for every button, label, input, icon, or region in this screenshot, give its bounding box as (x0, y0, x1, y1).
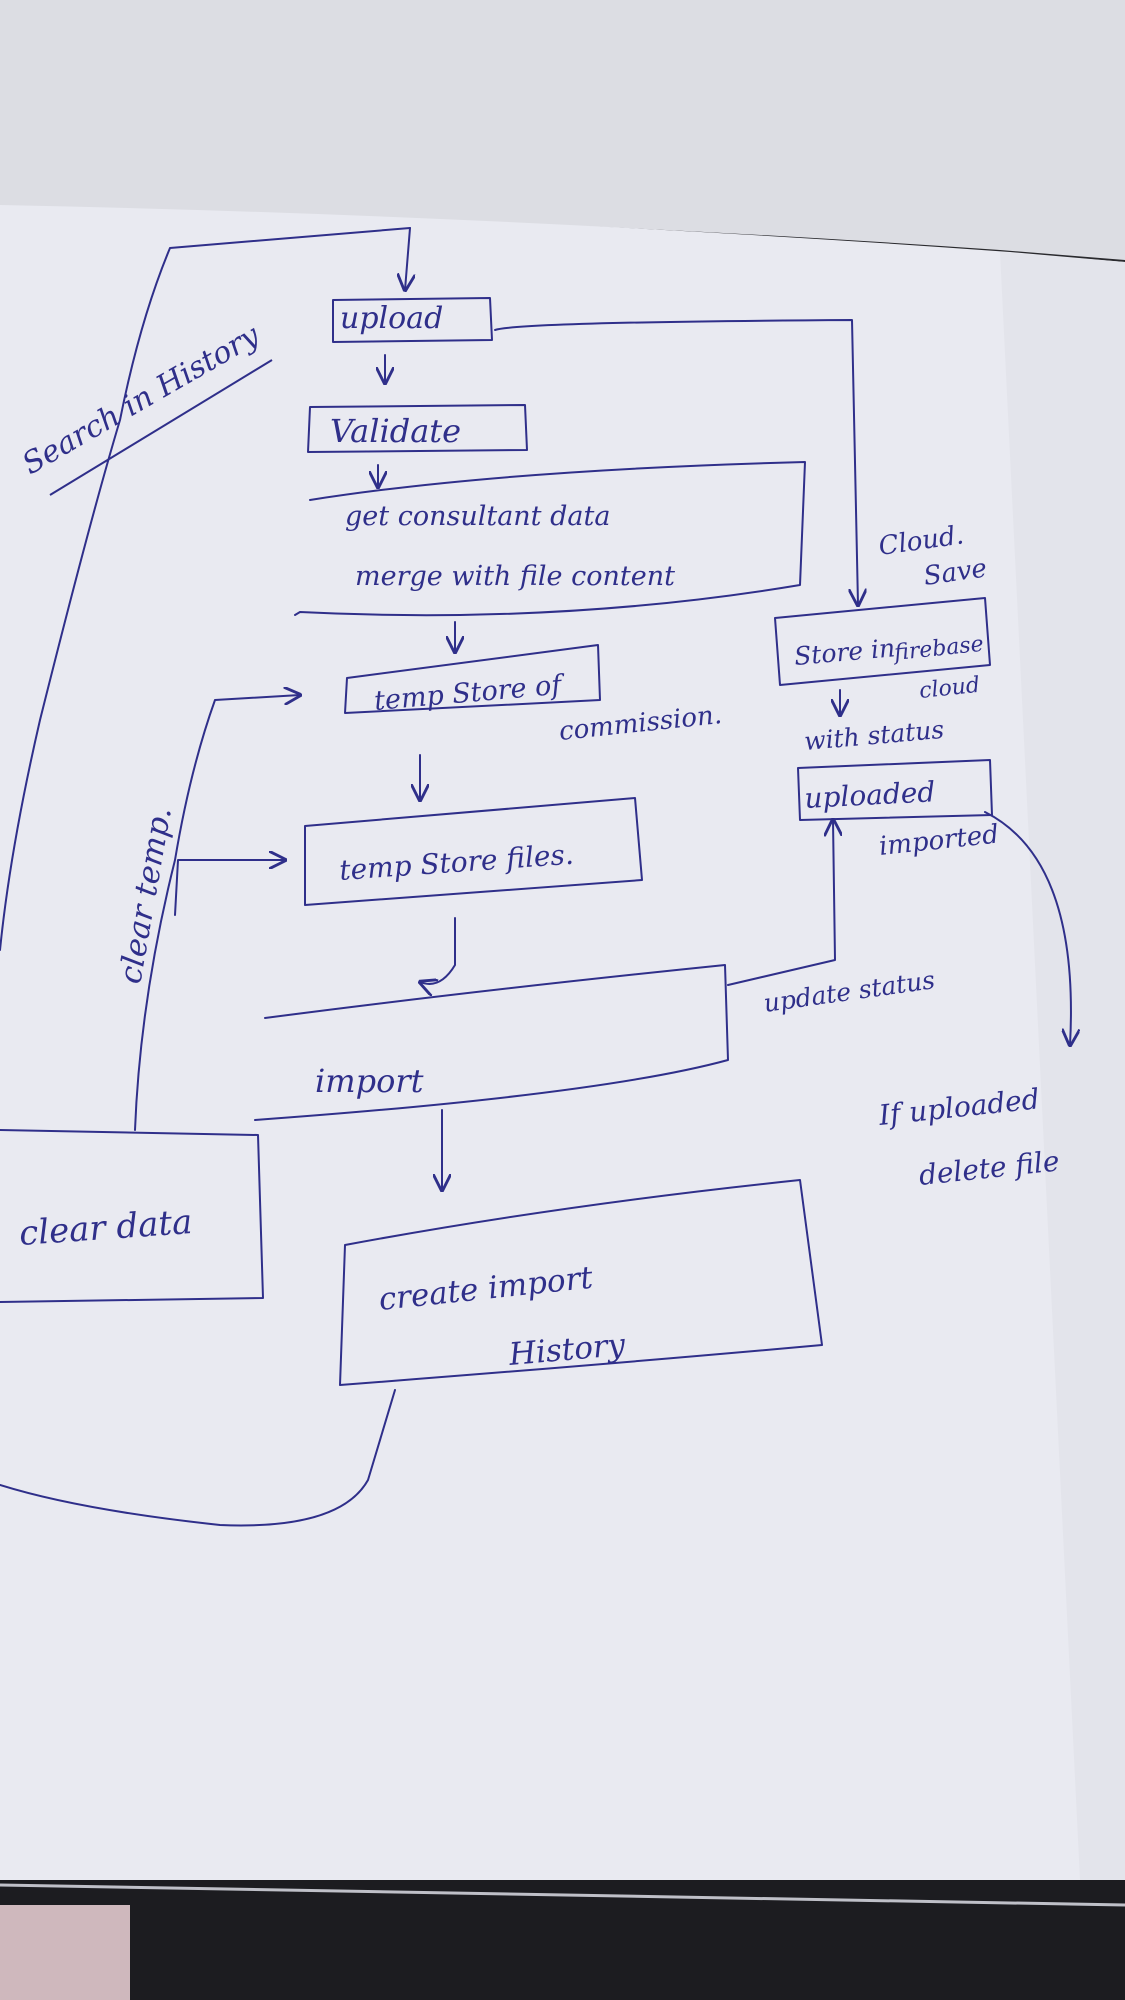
consultant-box (294, 461, 806, 617)
history-loop (0, 1389, 396, 1527)
arrow-files-import (420, 917, 456, 984)
arrow-clear-files (174, 860, 285, 916)
arrow-start-upload (405, 227, 410, 290)
consultant-label-line1: get consultant data (345, 501, 610, 532)
import-box (254, 964, 729, 1121)
store-box (774, 597, 991, 686)
search-note-strike (49, 359, 273, 496)
consultant-label-line2: merge with file content (355, 561, 675, 592)
temp-files-box (304, 797, 643, 906)
update-status-line (727, 820, 835, 986)
validate-label: Validate (330, 412, 461, 450)
clear-data-box (0, 1129, 264, 1303)
clear-temp-line (134, 695, 300, 1131)
upload-label: upload (340, 301, 443, 336)
validate-box (307, 404, 528, 453)
arrow-if-uploaded (984, 811, 1071, 1045)
temp-commission-box (344, 644, 601, 714)
paper-sheet (0, 205, 1125, 1880)
page-behind (0, 0, 1125, 260)
import-label: import (315, 1062, 424, 1100)
fabric-corner (0, 1905, 130, 2000)
uploaded-label: uploaded (804, 775, 936, 815)
upload-box (332, 297, 493, 343)
arrow-upload-cloud (494, 319, 858, 605)
history-top-line (0, 227, 411, 951)
history-box (339, 1179, 823, 1386)
